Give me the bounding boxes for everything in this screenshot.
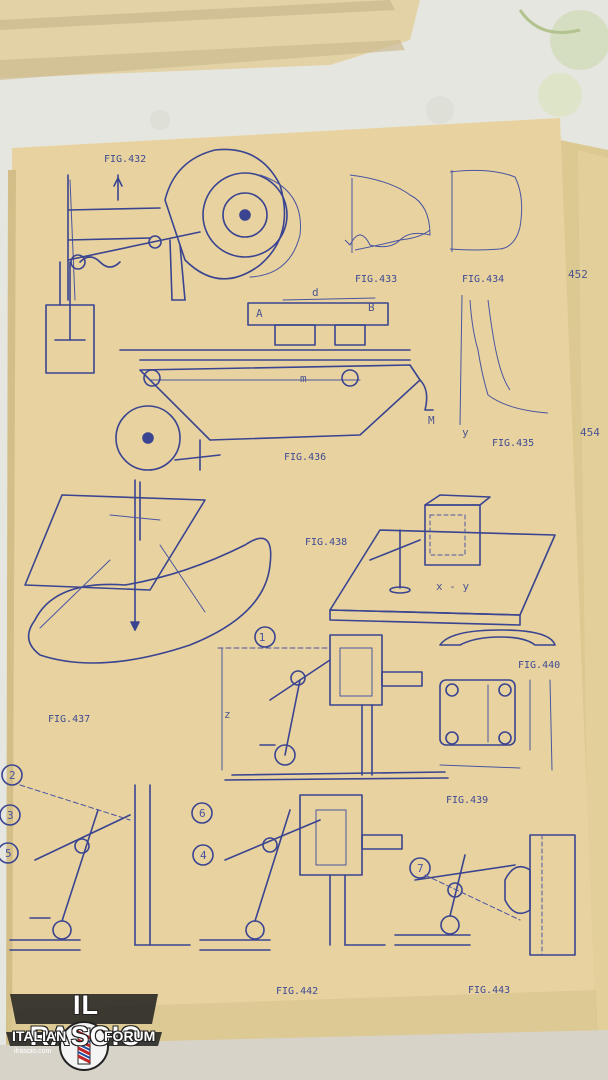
figure-433-curve xyxy=(344,174,431,253)
blueprint-sheet xyxy=(8,118,596,1058)
figure-436-machine xyxy=(115,297,434,471)
figure-438-label: FIG.438 xyxy=(305,537,347,548)
figure-441-gauge xyxy=(0,764,191,951)
figure-443-gauge xyxy=(394,834,576,956)
figure-434-curve xyxy=(449,169,523,252)
figure-435-label: FIG.435 xyxy=(492,438,534,449)
letter-M: M xyxy=(428,414,435,427)
watermark-logo: IL RASOIO ITALIAN FORUM ilrasoio.com xyxy=(6,986,162,1074)
circled-number-1: 1 xyxy=(259,631,266,644)
side-number-454: 454 xyxy=(580,426,600,439)
figure-435-curve xyxy=(459,294,549,426)
figure-436-label: FIG.436 xyxy=(284,452,326,463)
circled-number-4: 4 xyxy=(200,849,207,862)
figure-432-mechanism xyxy=(45,148,301,374)
figure-433-label: FIG.433 xyxy=(355,274,397,285)
watermark-title: IL RASOIO xyxy=(29,990,143,1051)
circled-number-6: 6 xyxy=(199,807,206,820)
figure-440-bracket xyxy=(439,629,556,771)
figure-442-label: FIG.442 xyxy=(276,986,318,997)
figure-439-clamp xyxy=(217,626,449,781)
figure-437-plane xyxy=(24,479,272,664)
letter-z: z xyxy=(224,708,231,721)
letter-d: d xyxy=(312,286,319,299)
circled-number-3: 3 xyxy=(7,809,14,822)
figure-437-label: FIG.437 xyxy=(48,714,90,725)
side-number-452: 452 xyxy=(568,268,588,281)
figure-443-label: FIG.443 xyxy=(468,985,510,996)
circled-number-7: 7 xyxy=(417,862,424,875)
letter-xy: x - y xyxy=(436,580,469,593)
figure-438-table xyxy=(329,494,556,626)
figure-432-label: FIG.432 xyxy=(104,154,146,165)
watermark-left-text: ITALIAN xyxy=(12,1028,67,1044)
letter-B: B xyxy=(368,301,375,314)
letter-m: m xyxy=(300,372,307,385)
letter-y-435: y xyxy=(462,426,469,439)
watermark-right-text: FORUM xyxy=(104,1028,156,1044)
circled-number-5: 5 xyxy=(5,847,12,860)
tablecloth-pattern xyxy=(150,9,608,130)
watermark-banner xyxy=(6,994,162,1071)
watermark-site: ilrasoio.com xyxy=(14,1048,52,1055)
figure-439-label: FIG.439 xyxy=(446,795,488,806)
figure-434-label: FIG.434 xyxy=(462,274,504,285)
figure-442-clamp xyxy=(191,794,403,951)
figure-440-label: FIG.440 xyxy=(518,660,560,671)
letter-A: A xyxy=(256,307,263,320)
circled-number-2: 2 xyxy=(9,769,16,782)
